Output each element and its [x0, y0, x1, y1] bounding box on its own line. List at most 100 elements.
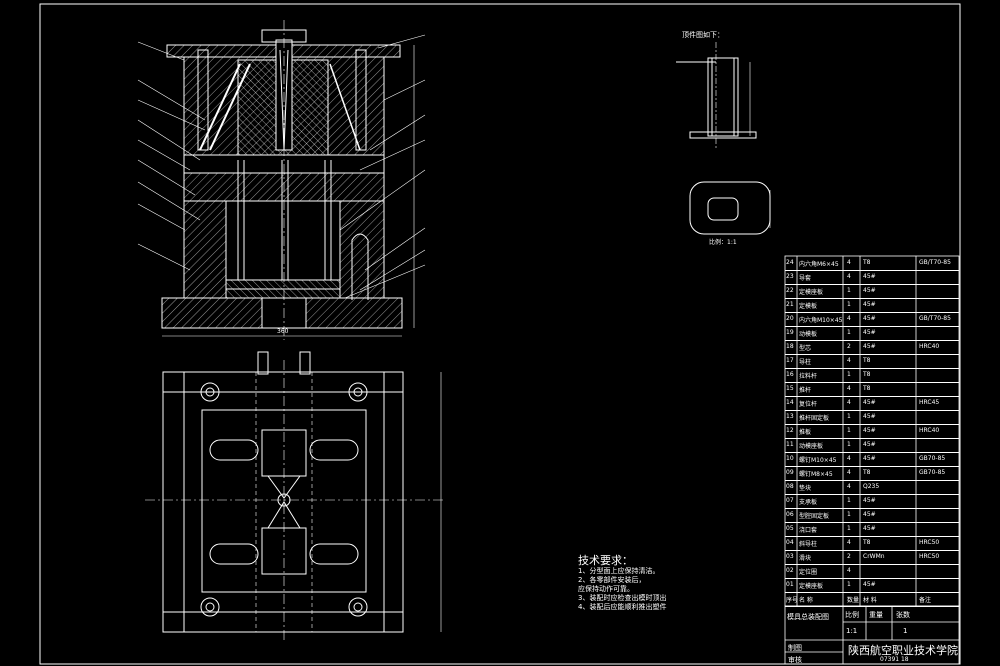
- bom-cell-no: 09: [786, 469, 794, 476]
- bom-cell-note: GB70-85: [919, 455, 946, 462]
- bom-cell-material: 45#: [863, 287, 876, 294]
- sheets-label: 张数: [896, 611, 910, 619]
- bom-cell-no: 20: [786, 315, 794, 322]
- tech-req-item: 应保持动作可靠。: [578, 585, 634, 593]
- bom-cell-qty: 数量: [847, 597, 860, 604]
- scale-note: 比例：1:1: [709, 239, 737, 246]
- bom-cell-name: 定模座板: [799, 289, 824, 296]
- bom-cell-no: 17: [786, 357, 794, 364]
- bom-cell-qty: 1: [847, 287, 851, 294]
- drawing-title: 模具总装配图: [787, 613, 829, 621]
- scale-label: 比例: [845, 611, 859, 619]
- checker-label: 审核: [788, 656, 802, 664]
- bom-cell-no: 12: [786, 427, 794, 434]
- bom-cell-material: 45#: [863, 427, 876, 434]
- bom-cell-material: 45#: [863, 413, 876, 420]
- bom-cell-qty: 4: [847, 399, 851, 406]
- bom-cell-qty: 1: [847, 301, 851, 308]
- bom-cell-name: 内六角M10×45: [799, 317, 843, 324]
- bom-cell-material: 45#: [863, 399, 876, 406]
- bom-cell-name: 导套: [799, 275, 812, 282]
- bom-cell-no: 11: [786, 441, 794, 448]
- bom-cell-material: 45#: [863, 511, 876, 518]
- bom-cell-note: GB/T70-85: [919, 315, 951, 322]
- bom-cell-qty: 4: [847, 455, 851, 462]
- bom-cell-qty: 4: [847, 483, 851, 490]
- bom-cell-name: 支承板: [799, 499, 818, 506]
- bom-cell-no: 07: [786, 497, 794, 504]
- bom-cell-material: T8: [863, 385, 871, 392]
- bom-cell-no: 03: [786, 553, 794, 560]
- bom-cell-no: 01: [786, 581, 794, 588]
- bom-cell-qty: 2: [847, 343, 851, 350]
- bom-row: 18 型芯 2 45# HRC40: [785, 340, 959, 355]
- bom-cell-no: 18: [786, 343, 794, 350]
- bom-cell-no: 16: [786, 371, 794, 378]
- bom-cell-no: 22: [786, 287, 794, 294]
- bom-cell-material: 45#: [863, 497, 876, 504]
- bom-cell-material: 45#: [863, 315, 876, 322]
- front-section-view: [137, 20, 426, 340]
- bom-cell-material: T8: [863, 259, 871, 266]
- bom-cell-name: 复位杆: [799, 401, 818, 408]
- bom-cell-note: GB/T70-85: [919, 259, 951, 266]
- bom-cell-name: 型芯: [799, 345, 812, 352]
- bom-cell-name: 推板: [799, 429, 812, 436]
- bom-cell-note: HRC40: [919, 343, 940, 350]
- bom-cell-material: 45#: [863, 343, 876, 350]
- bom-cell-material: 45#: [863, 455, 876, 462]
- bom-cell-qty: 2: [847, 553, 851, 560]
- bom-cell-no: 19: [786, 329, 794, 336]
- bom-cell-name: 拉料杆: [799, 373, 818, 380]
- bom-cell-note: HRC50: [919, 553, 940, 560]
- bom-cell-qty: 4: [847, 469, 851, 476]
- bom-cell-note: 备注: [919, 597, 932, 604]
- bom-cell-note: HRC40: [919, 427, 940, 434]
- bom-cell-qty: 4: [847, 567, 851, 574]
- bom-cell-qty: 4: [847, 539, 851, 546]
- bom-cell-material: Q235: [863, 483, 880, 490]
- bom-cell-material: T8: [863, 357, 871, 364]
- drawing-border: [39, 3, 961, 665]
- bom-cell-note: HRC45: [919, 399, 940, 406]
- tech-req-item: 4、装配后应能顺利推出塑件: [578, 603, 667, 611]
- designer-label: 制图: [788, 644, 802, 652]
- bom-cell-qty: 1: [847, 329, 851, 336]
- bom-cell-note: GB70-85: [919, 469, 946, 476]
- school-name: 陕西航空职业技术学院: [848, 644, 958, 657]
- bom-cell-name: 导柱: [799, 359, 812, 366]
- bom-cell-material: T8: [863, 469, 871, 476]
- overall-width-dimension: 360: [277, 328, 289, 335]
- bom-cell-material: T8: [863, 371, 871, 378]
- bom-cell-no: 02: [786, 567, 794, 574]
- bom-cell-qty: 4: [847, 385, 851, 392]
- part-detail-view: [676, 42, 771, 235]
- bom-cell-no: 10: [786, 455, 794, 462]
- bom-cell-qty: 1: [847, 581, 851, 588]
- bom-cell-name: 内六角M6×45: [799, 261, 839, 268]
- bom-cell-name: 定模座板: [799, 583, 824, 590]
- bom-cell-no: 14: [786, 399, 794, 406]
- detail-view-label: 顶件图如下：: [682, 31, 724, 39]
- bom-cell-no: 23: [786, 273, 794, 280]
- scale-value: 1:1: [846, 627, 858, 635]
- bom-cell-material: 45#: [863, 301, 876, 308]
- bom-cell-material: 45#: [863, 581, 876, 588]
- bom-cell-no: 08: [786, 483, 794, 490]
- bom-cell-qty: 4: [847, 315, 851, 322]
- bom-row: 08 垫块 4 Q235: [785, 480, 959, 495]
- bom-cell-name: 垫块: [799, 485, 812, 492]
- bom-cell-qty: 4: [847, 273, 851, 280]
- tech-req-item: 2、各零部件安装后，: [578, 576, 646, 584]
- bom-cell-name: 浇口套: [799, 527, 818, 534]
- bom-cell-material: CrWMn: [863, 553, 885, 560]
